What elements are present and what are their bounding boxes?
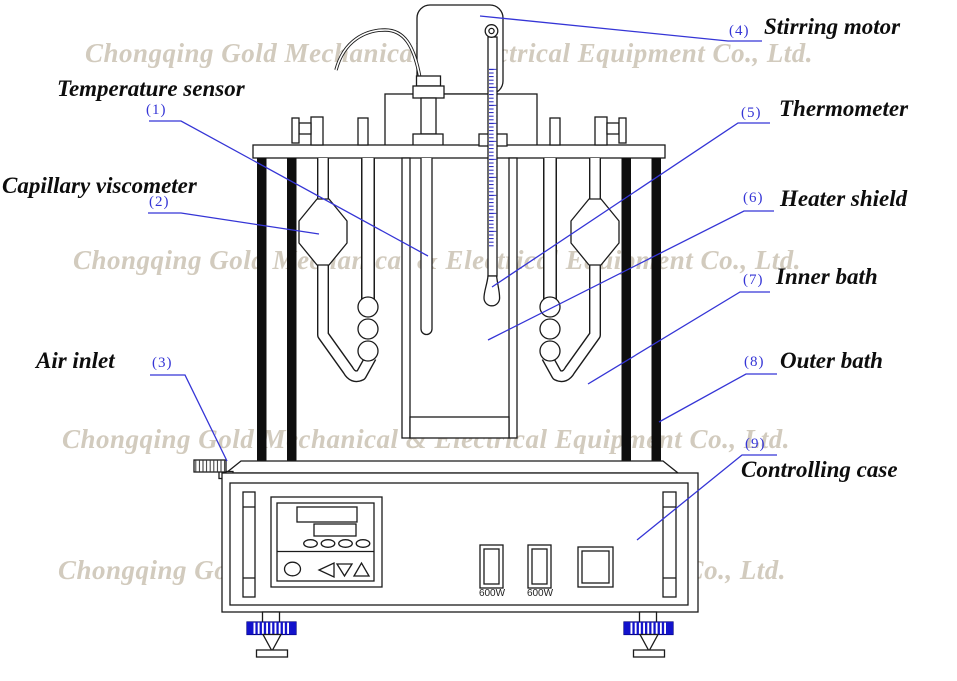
switch2-wattage-label: 600W xyxy=(527,588,554,599)
label-heater-shield: Heater shield xyxy=(780,186,908,211)
leader-air-inlet xyxy=(150,374,228,462)
callout-number-6: (6) xyxy=(743,190,764,206)
callout-number-2: (2) xyxy=(149,194,170,210)
sensor-gland xyxy=(412,75,445,147)
set-button xyxy=(283,561,302,577)
label-inner-bath: Inner bath xyxy=(776,264,878,289)
label-temperature-sensor: Temperature sensor xyxy=(57,76,245,101)
label-outer-bath: Outer bath xyxy=(780,348,883,373)
callout-number-3: (3) xyxy=(152,355,173,371)
indicator-lamp xyxy=(303,539,318,548)
label-capillary-viscometer: Capillary viscometer xyxy=(2,173,197,198)
leader-lines xyxy=(148,15,777,541)
right-clamp-handle xyxy=(594,116,627,146)
label-stirring-motor: Stirring motor xyxy=(764,14,901,39)
thermometer xyxy=(478,24,508,307)
callout-number-7: (7) xyxy=(743,272,764,288)
label-thermometer: Thermometer xyxy=(779,96,909,121)
callout-number-8: (8) xyxy=(744,354,765,370)
label-controlling-case: Controlling case xyxy=(741,457,898,482)
leader-controlling-case xyxy=(636,454,777,541)
bath-lid xyxy=(252,144,666,159)
controlling-case: 600W 600W xyxy=(221,472,699,613)
callout-number-5: (5) xyxy=(741,105,762,121)
case-slot-left xyxy=(242,491,256,598)
indicator-lamp xyxy=(320,539,336,548)
case-slot-right xyxy=(662,491,677,598)
sensor-cable xyxy=(334,28,422,79)
thermometer-bulb xyxy=(483,275,501,307)
capillary-viscometer-right xyxy=(539,158,620,383)
adjustable-foot-left xyxy=(246,611,297,658)
main-power-switch xyxy=(577,546,614,588)
leader-stirring-motor xyxy=(479,15,762,42)
outer-bath-columns xyxy=(257,158,661,461)
heater-switch-2 xyxy=(527,544,552,589)
left-clamp-handle xyxy=(291,116,324,146)
leader-thermometer xyxy=(491,122,770,288)
motor-support-box xyxy=(384,93,538,147)
callout-number-9: (9) xyxy=(745,436,766,452)
controller-display-lower xyxy=(313,523,357,537)
leader-heater-shield xyxy=(487,210,774,341)
indicator-lamp xyxy=(355,539,371,548)
heater-switch-1 xyxy=(479,544,504,589)
heater-shield xyxy=(401,157,518,439)
label-air-inlet: Air inlet xyxy=(36,348,115,373)
leader-capillary-viscometer xyxy=(148,212,320,235)
controller-display-upper xyxy=(296,506,358,523)
leader-outer-bath xyxy=(658,373,777,423)
leader-temperature-sensor xyxy=(149,120,429,257)
temperature-sensor-tube xyxy=(420,158,433,336)
down-arrow-button xyxy=(335,563,354,578)
callout-number-4: (4) xyxy=(729,23,750,39)
leader-inner-bath xyxy=(587,291,770,385)
lid-post-right xyxy=(549,117,561,146)
lid-post-left xyxy=(357,117,369,146)
callout-number-1: (1) xyxy=(146,102,167,118)
temperature-controller xyxy=(270,496,383,588)
base-tray xyxy=(224,460,680,474)
left-arrow-button xyxy=(317,561,335,579)
up-arrow-button xyxy=(352,561,371,577)
thermometer-ring xyxy=(484,24,499,38)
switch1-wattage-label: 600W xyxy=(479,588,506,599)
indicator-lamp xyxy=(338,539,353,548)
watermark-line-2: Chongqing Gold Mechanical & Electrical E… xyxy=(73,245,802,275)
capillary-viscometer-left xyxy=(298,158,379,383)
adjustable-foot-right xyxy=(623,611,674,658)
